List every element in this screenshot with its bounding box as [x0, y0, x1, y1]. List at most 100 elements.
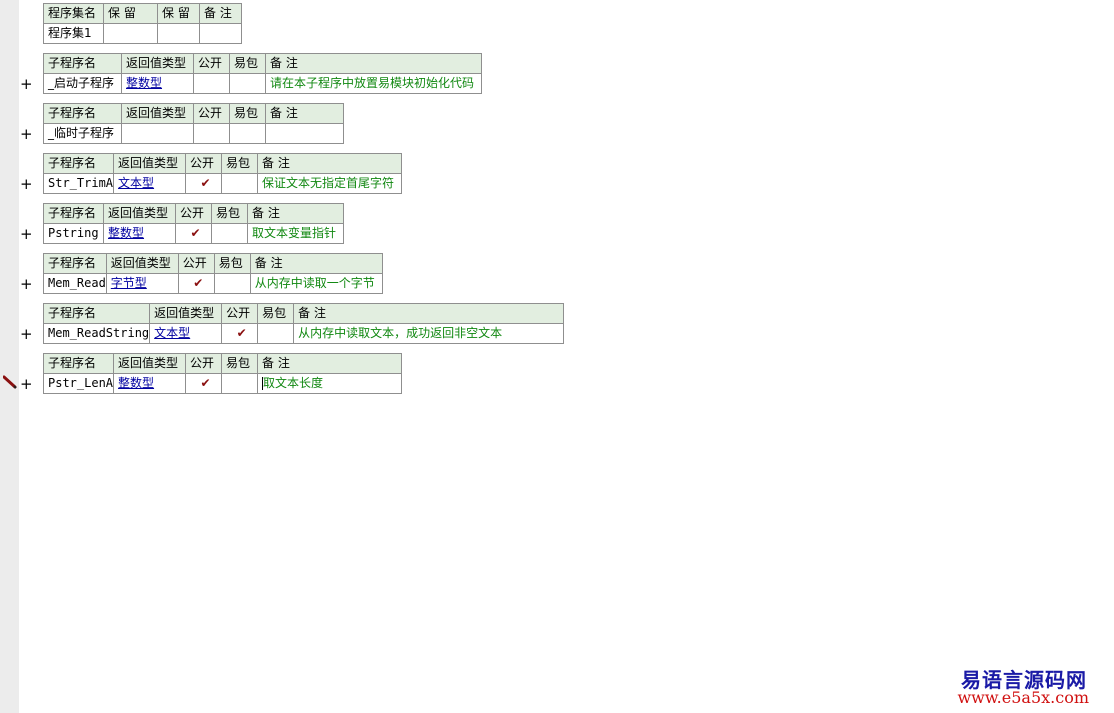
header-public: 公开 [175, 203, 212, 224]
header-package: 易包 [221, 153, 259, 174]
sub-table-temp: 子程序名 返回值类型 公开 易包 备 注 _临时子程序 [43, 103, 344, 144]
note-cell[interactable]: 取文本长度 [257, 373, 403, 394]
header-return-type: 返回值类型 [149, 303, 223, 324]
sub-header-row: 子程序名 返回值类型 公开 易包 备 注 [43, 253, 383, 274]
header-note: 备 注 [293, 303, 565, 324]
header-package: 易包 [257, 303, 295, 324]
sub-table-start: 子程序名 返回值类型 公开 易包 备 注 _启动子程序 整数型 请在本子程序中放… [43, 53, 482, 94]
editor-gutter [0, 0, 19, 713]
public-check-icon[interactable]: ✔ [175, 223, 212, 244]
assembly-header-reserved-2: 保 留 [157, 3, 200, 24]
sub-name-cell[interactable]: Str_TrimA [42, 173, 115, 194]
sub-row[interactable]: Pstr_LenA 整数型 ✔ 取文本长度 [42, 373, 403, 394]
assembly-row[interactable]: 程序集1 [43, 23, 242, 44]
sub-row[interactable]: Mem_Read 字节型 ✔ 从内存中读取一个字节 [43, 273, 383, 294]
watermark-title: 易语言源码网 [961, 668, 1087, 692]
header-note: 备 注 [247, 203, 344, 224]
sub-header-row: 子程序名 返回值类型 公开 易包 备 注 [42, 353, 403, 374]
sub-name-cell[interactable]: _启动子程序 [43, 73, 122, 94]
package-cell[interactable] [229, 123, 266, 144]
header-public: 公开 [177, 253, 215, 274]
package-cell[interactable] [213, 273, 251, 294]
expand-button-start[interactable]: + [20, 75, 33, 93]
package-cell[interactable] [229, 73, 266, 94]
expand-button-temp[interactable]: + [20, 125, 33, 143]
expand-button-str-trima[interactable]: + [20, 175, 33, 193]
sub-table-mem-read: 子程序名 返回值类型 公开 易包 备 注 Mem_Read 字节型 ✔ 从内存中… [43, 253, 383, 294]
assembly-header-name: 程序集名 [43, 3, 104, 24]
sub-row[interactable]: _启动子程序 整数型 请在本子程序中放置易模块初始化代码 [43, 73, 482, 94]
sub-name-cell[interactable]: Mem_Read [43, 273, 107, 294]
note-cell[interactable]: 取文本变量指针 [247, 223, 344, 244]
sub-table-mem-readstring: 子程序名 返回值类型 公开 易包 备 注 Mem_ReadString 文本型 … [42, 303, 565, 344]
public-check-icon[interactable]: ✔ [185, 173, 223, 194]
public-cell[interactable] [193, 73, 230, 94]
header-package: 易包 [211, 203, 248, 224]
sub-header-row: 子程序名 返回值类型 公开 易包 备 注 [43, 103, 344, 124]
expand-button-pstring[interactable]: + [20, 225, 33, 243]
header-package: 易包 [229, 53, 266, 74]
return-type-cell[interactable]: 字节型 [105, 273, 179, 294]
public-check-icon[interactable]: ✔ [221, 323, 259, 344]
package-cell[interactable] [221, 373, 259, 394]
sub-header-row: 子程序名 返回值类型 公开 易包 备 注 [43, 53, 482, 74]
sub-row[interactable]: Str_TrimA 文本型 ✔ 保证文本无指定首尾字符 [42, 173, 403, 194]
header-sub-name: 子程序名 [42, 303, 151, 324]
return-type-cell[interactable]: 整数型 [103, 223, 176, 244]
header-sub-name: 子程序名 [43, 253, 107, 274]
assembly-name-cell[interactable]: 程序集1 [43, 23, 104, 44]
note-cell[interactable]: 保证文本无指定首尾字符 [257, 173, 403, 194]
return-type-cell[interactable]: 文本型 [113, 173, 187, 194]
sub-header-row: 子程序名 返回值类型 公开 易包 备 注 [42, 153, 403, 174]
package-cell[interactable] [211, 223, 248, 244]
assembly-header-row: 程序集名 保 留 保 留 备 注 [43, 3, 242, 24]
expand-button-mem-read[interactable]: + [20, 275, 33, 293]
public-check-icon[interactable]: ✔ [177, 273, 215, 294]
header-package: 易包 [221, 353, 259, 374]
assembly-reserved-cell-1[interactable] [103, 23, 158, 44]
expand-button-mem-readstring[interactable]: + [20, 325, 33, 343]
assembly-reserved-cell-2[interactable] [157, 23, 200, 44]
sub-name-cell[interactable]: Pstr_LenA [42, 373, 115, 394]
header-public: 公开 [193, 103, 230, 124]
pencil-icon [3, 375, 17, 389]
header-public: 公开 [221, 303, 259, 324]
header-return-type: 返回值类型 [103, 203, 176, 224]
sub-row[interactable]: _临时子程序 [43, 123, 344, 144]
note-cell[interactable]: 请在本子程序中放置易模块初始化代码 [265, 73, 482, 94]
package-cell[interactable] [221, 173, 259, 194]
sub-name-cell[interactable]: Mem_ReadString [42, 323, 151, 344]
public-cell[interactable] [193, 123, 230, 144]
assembly-note-cell[interactable] [199, 23, 242, 44]
sub-name-cell[interactable]: Pstring [43, 223, 104, 244]
text-caret [262, 377, 264, 390]
header-sub-name: 子程序名 [42, 153, 115, 174]
header-note: 备 注 [257, 153, 403, 174]
return-type-cell[interactable]: 整数型 [113, 373, 187, 394]
assembly-header-reserved-1: 保 留 [103, 3, 158, 24]
note-cell[interactable]: 从内存中读取一个字节 [249, 273, 383, 294]
sub-header-row: 子程序名 返回值类型 公开 易包 备 注 [43, 203, 344, 224]
sub-table-pstring: 子程序名 返回值类型 公开 易包 备 注 Pstring 整数型 ✔ 取文本变量… [43, 203, 344, 244]
sub-table-pstr-lena: 子程序名 返回值类型 公开 易包 备 注 Pstr_LenA 整数型 ✔ 取文本… [42, 353, 403, 394]
return-type-cell[interactable] [121, 123, 194, 144]
header-note: 备 注 [249, 253, 383, 274]
header-sub-name: 子程序名 [43, 203, 104, 224]
header-return-type: 返回值类型 [121, 53, 194, 74]
header-sub-name: 子程序名 [43, 53, 122, 74]
sub-row[interactable]: Pstring 整数型 ✔ 取文本变量指针 [43, 223, 344, 244]
header-return-type: 返回值类型 [113, 153, 187, 174]
sub-row[interactable]: Mem_ReadString 文本型 ✔ 从内存中读取文本，成功返回非空文本 [42, 323, 565, 344]
header-public: 公开 [185, 153, 223, 174]
sub-header-row: 子程序名 返回值类型 公开 易包 备 注 [42, 303, 565, 324]
note-cell[interactable]: 从内存中读取文本，成功返回非空文本 [293, 323, 565, 344]
header-return-type: 返回值类型 [105, 253, 179, 274]
expand-button-pstr-lena[interactable]: + [20, 375, 33, 393]
sub-name-cell[interactable]: _临时子程序 [43, 123, 122, 144]
public-check-icon[interactable]: ✔ [185, 373, 223, 394]
note-cell[interactable] [265, 123, 344, 144]
package-cell[interactable] [257, 323, 295, 344]
header-public: 公开 [193, 53, 230, 74]
return-type-cell[interactable]: 整数型 [121, 73, 194, 94]
return-type-cell[interactable]: 文本型 [149, 323, 223, 344]
